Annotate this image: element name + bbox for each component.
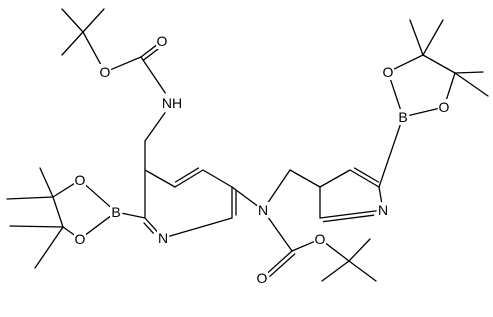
single-bond [349, 169, 380, 188]
atom-label-n-pyridine-left: N [158, 230, 168, 246]
atom-label-background [156, 33, 168, 49]
atom-label-n-tertiary: N [258, 202, 268, 218]
single-bond [82, 31, 103, 67]
single-bond [62, 226, 75, 236]
single-bond [393, 54, 424, 70]
double-bond-line [142, 47, 160, 61]
single-bond [454, 72, 489, 97]
atom-label-background [438, 99, 450, 115]
atom-label-o-carbonyl-boc2: O [257, 270, 268, 286]
single-bond [52, 183, 75, 198]
atom-label-b-right: B [398, 109, 407, 125]
atom-labels: O O NH B O O N N O O N B O O [74, 33, 450, 286]
single-bond [144, 112, 166, 142]
atom-label-o-left-upper: O [75, 172, 86, 188]
atom-label-o-right-upper: O [383, 64, 394, 80]
single-bond [61, 31, 84, 56]
single-bond [321, 260, 350, 282]
double-bond-line [269, 253, 296, 277]
single-bond [39, 167, 54, 198]
single-bond [144, 217, 159, 234]
bond-lines [6, 8, 489, 282]
single-bond [84, 184, 112, 208]
single-bond [289, 169, 321, 188]
single-bond [82, 8, 105, 33]
double-bond-line [353, 167, 380, 183]
single-bond [266, 215, 293, 252]
single-bond [52, 196, 64, 228]
atom-label-n-pyridine-right: N [378, 202, 388, 218]
single-bond [348, 238, 371, 262]
atom-label-o-carbonyl-boc1: O [157, 33, 168, 49]
atom-label-o-ester-boc2: O [315, 231, 326, 247]
single-bond [319, 210, 377, 219]
single-bond [140, 56, 166, 94]
atom-label-background [377, 202, 389, 218]
atom-label-background [74, 231, 86, 247]
atom-label-background [99, 64, 111, 80]
atom-label-background [397, 109, 409, 125]
atom-label-background [382, 64, 394, 80]
single-bond [445, 72, 456, 101]
single-bond [169, 217, 233, 237]
single-bond [231, 186, 259, 207]
single-bond [110, 56, 142, 70]
single-bond [34, 226, 64, 269]
single-bond [84, 215, 112, 236]
single-bond [6, 196, 54, 200]
atom-label-o-right-lower: O [439, 99, 450, 115]
single-bond [324, 242, 350, 262]
single-bond [61, 8, 84, 33]
single-bond [174, 169, 204, 188]
single-bond [422, 19, 444, 56]
single-bond [291, 241, 315, 252]
double-bond-line [174, 167, 200, 183]
single-bond [378, 122, 402, 188]
double-bond-line [143, 222, 154, 234]
atom-label-o-left-lower: O [75, 231, 86, 247]
atom-label-nh-carbamate: NH [162, 95, 182, 111]
single-bond [409, 19, 424, 56]
single-bond [378, 186, 383, 204]
atom-label-background [157, 230, 169, 246]
single-bond [266, 250, 293, 274]
atom-label-o-ester-boc1: O [100, 64, 111, 80]
single-bond [9, 225, 64, 228]
single-bond [409, 108, 438, 116]
single-bond [122, 212, 146, 219]
atom-label-background [256, 270, 268, 286]
single-bond [319, 169, 351, 188]
single-bond [422, 54, 456, 74]
single-bond [389, 77, 402, 112]
double-bond-line [322, 214, 375, 223]
single-bond [140, 44, 158, 58]
atom-label-background [314, 231, 326, 247]
atom-label-background [74, 172, 86, 188]
single-bond [202, 169, 233, 188]
single-bond [266, 169, 291, 205]
atom-label-background [110, 204, 122, 220]
single-bond [348, 260, 377, 282]
atom-label-b-left: B [111, 204, 120, 220]
single-bond [144, 169, 176, 188]
atom-label-background [161, 95, 183, 111]
single-bond [454, 71, 484, 74]
atom-label-background [257, 202, 269, 218]
